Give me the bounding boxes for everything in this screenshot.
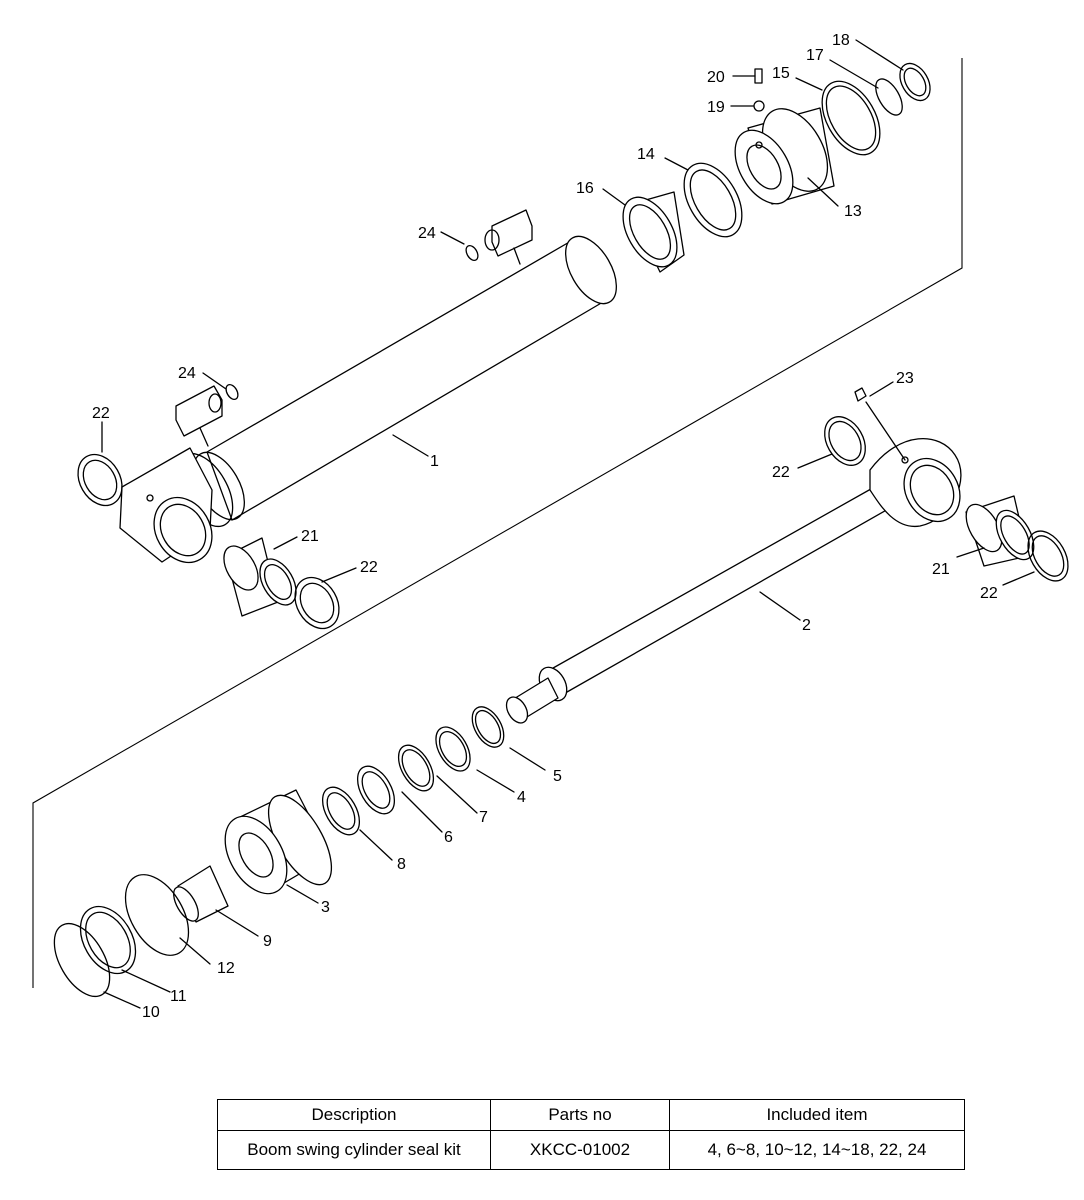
callout-22-rod-top: 22: [772, 464, 790, 481]
callout-numbers: 1 2 3 4 5 6 7 8 9 10 11 12 13 14 15 16 1…: [92, 32, 998, 1021]
callout-1: 1: [430, 453, 439, 470]
seal-kit-table: Description Parts no Included item Boom …: [217, 1099, 965, 1170]
callout-6: 6: [444, 829, 453, 846]
header-parts-no: Parts no: [490, 1099, 670, 1131]
piston-rod: [505, 387, 1069, 724]
frame-outline: [32, 58, 963, 988]
callout-20: 20: [707, 69, 725, 86]
callout-17: 17: [806, 47, 824, 64]
callout-21-rod: 21: [932, 561, 950, 578]
callout-21-tube: 21: [301, 528, 319, 545]
tube-bushing-seals: [77, 453, 340, 630]
header-description: Description: [217, 1099, 491, 1131]
callout-22-rod-bottom: 22: [980, 585, 998, 602]
callout-8: 8: [397, 856, 406, 873]
cell-parts-no: XKCC-01002: [490, 1130, 670, 1170]
callout-22-tube-right: 22: [360, 559, 378, 576]
callout-9: 9: [263, 933, 272, 950]
callout-13: 13: [844, 203, 862, 220]
callout-18: 18: [832, 32, 850, 49]
callout-24-base: 24: [178, 365, 196, 382]
callout-14: 14: [637, 146, 655, 163]
callout-5: 5: [553, 768, 562, 785]
leader-lines: [101, 39, 1035, 1009]
part-24-o-ring: [465, 244, 479, 262]
callout-10: 10: [142, 1004, 160, 1021]
callout-4: 4: [517, 789, 526, 806]
callout-15: 15: [772, 65, 790, 82]
gland-group: [622, 62, 931, 273]
callout-23: 23: [896, 370, 914, 387]
cell-description: Boom swing cylinder seal kit: [217, 1130, 491, 1170]
table-header-row: Description Parts no Included item: [217, 1099, 965, 1131]
exploded-parts-diagram: 1 2 3 4 5 6 7 8 9 10 11 12 13 14 15 16 1…: [32, 32, 1069, 1021]
cylinder-tube: [119, 209, 617, 564]
callout-2: 2: [802, 617, 811, 634]
table-row: Boom swing cylinder seal kit XKCC-01002 …: [217, 1130, 965, 1170]
callout-7: 7: [479, 809, 488, 826]
callout-19: 19: [707, 99, 725, 116]
part-24-o-ring: [225, 383, 239, 401]
cell-included-item: 4, 6~8, 10~12, 14~18, 22, 24: [669, 1130, 965, 1170]
callout-11: 11: [170, 988, 187, 1005]
callout-12: 12: [217, 960, 235, 977]
callout-3: 3: [321, 899, 330, 916]
header-included-item: Included item: [669, 1099, 965, 1131]
piston-group: [53, 706, 505, 997]
callout-22-tube-left: 22: [92, 405, 110, 422]
callout-16: 16: [576, 180, 594, 197]
callout-24-port: 24: [418, 225, 436, 242]
